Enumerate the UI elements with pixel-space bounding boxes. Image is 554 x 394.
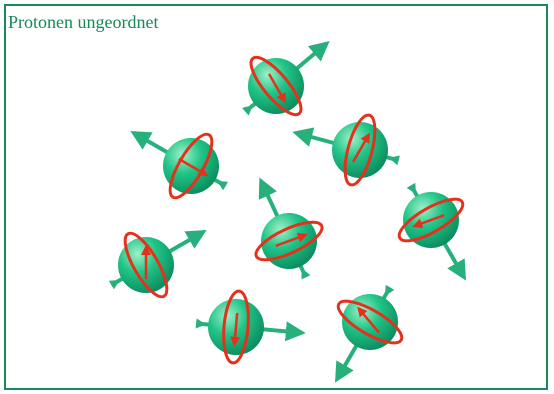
axis-tail xyxy=(385,284,395,296)
magnetic-moment-arrow xyxy=(230,312,241,347)
axis-tail xyxy=(389,155,400,166)
axis-tail xyxy=(242,105,253,116)
magnetic-moment-arrow xyxy=(267,73,286,104)
proton-8 xyxy=(334,284,404,383)
magnetic-moment-arrow xyxy=(351,132,370,163)
axis-tail xyxy=(406,182,416,194)
spin-rotation-ring xyxy=(336,299,404,345)
magnetic-moment-arrow xyxy=(357,306,380,334)
spin-rotation-ring xyxy=(343,113,377,187)
proton-6 xyxy=(397,182,467,281)
magnetic-moment-arrow xyxy=(275,232,308,247)
proton-5 xyxy=(254,177,324,280)
magnetic-moment-arrow xyxy=(412,214,445,229)
protons-group xyxy=(108,40,467,383)
proton-1 xyxy=(242,40,330,117)
proton-2 xyxy=(130,130,229,200)
spin-rotation-ring xyxy=(249,55,303,117)
diagram-title: Protonen ungeordnet xyxy=(8,12,159,32)
axis-tail xyxy=(301,268,311,280)
proton-3 xyxy=(292,113,400,187)
axis-tail xyxy=(195,318,207,329)
proton-7 xyxy=(195,289,306,365)
spin-rotation-ring xyxy=(254,220,324,262)
proton-4 xyxy=(108,229,207,299)
magnetic-moment-arrow xyxy=(178,157,209,176)
axis-tail xyxy=(217,181,229,191)
axis-tail xyxy=(108,280,120,290)
